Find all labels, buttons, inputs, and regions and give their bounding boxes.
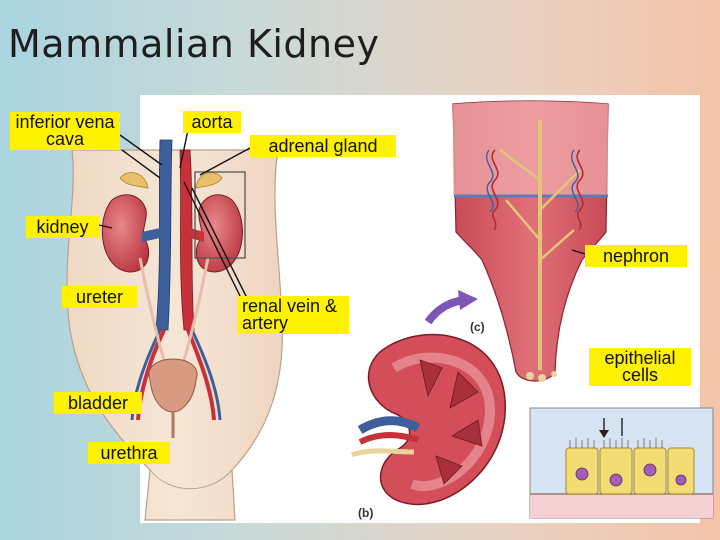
figure-letter-b: (b) <box>358 506 373 520</box>
label-urethra: urethra <box>88 442 170 464</box>
label-epithelial-cells: epithelial cells <box>589 348 691 386</box>
label-renal-vein-artery: renal vein & artery <box>237 296 349 334</box>
kidney-cross-section <box>352 335 505 505</box>
torso-drawing <box>67 150 282 520</box>
label-bladder: bladder <box>54 392 142 414</box>
label-nephron: nephron <box>585 245 687 267</box>
label-ureter: ureter <box>62 286 137 308</box>
label-aorta: aorta <box>183 111 241 133</box>
label-inferior-vena-cava: inferior vena cava <box>10 112 120 150</box>
label-kidney: kidney <box>26 216 99 238</box>
epithelium-inset <box>530 408 713 518</box>
figure-letter-c: (c) <box>470 320 485 334</box>
label-adrenal-gland: adrenal gland <box>250 135 396 157</box>
zoom-arrow-head <box>458 290 478 310</box>
renal-pyramid <box>453 101 608 382</box>
zoom-arrow <box>428 300 464 322</box>
